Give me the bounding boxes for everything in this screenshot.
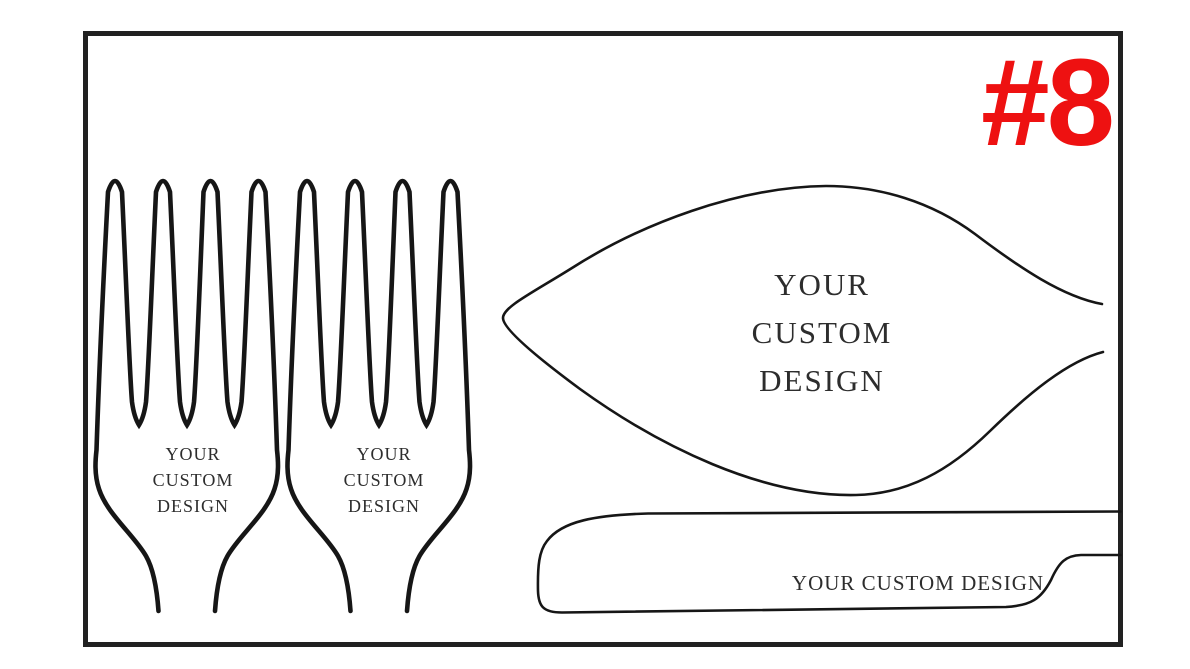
- fork-right-label-line3: DESIGN: [348, 496, 420, 516]
- frame-border: [83, 31, 1123, 647]
- design-number-badge: #8: [981, 35, 1115, 172]
- knife-outline: [536, 510, 1122, 614]
- fork-left-label-line2: CUSTOM: [152, 470, 234, 490]
- fork-left-label-line3: DESIGN: [157, 496, 229, 516]
- spoon-label: YOUR CUSTOM DESIGN: [712, 261, 932, 405]
- knife-label: YOUR CUSTOM DESIGN: [748, 570, 1088, 596]
- spoon-outline: [501, 184, 1105, 497]
- spoon-label-line1: YOUR: [774, 267, 870, 302]
- fork-right-label-line1: YOUR: [356, 444, 412, 464]
- fork-left-label-line1: YOUR: [165, 444, 221, 464]
- fork-right-label: YOUR CUSTOM DESIGN: [324, 441, 444, 519]
- fork-right-label-line2: CUSTOM: [343, 470, 425, 490]
- fork-left-outline: [95, 181, 278, 611]
- spoon-label-line2: CUSTOM: [751, 315, 893, 350]
- fork-left-label: YOUR CUSTOM DESIGN: [133, 441, 253, 519]
- knife-label-text: YOUR CUSTOM DESIGN: [791, 571, 1045, 595]
- fork-right-outline: [287, 181, 470, 611]
- spoon-label-line3: DESIGN: [759, 363, 885, 398]
